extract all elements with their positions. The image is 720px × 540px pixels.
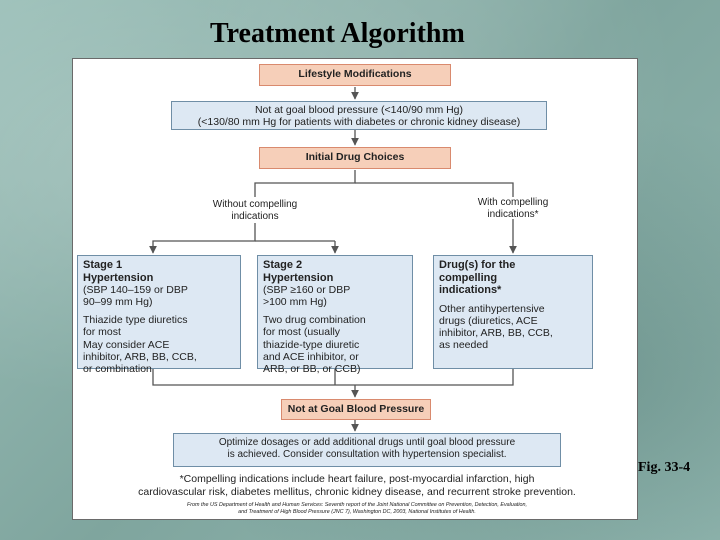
stage2-body1: Two drug combination — [263, 314, 366, 327]
flow-connectors — [149, 87, 517, 432]
stage1-body3: May consider ACE — [83, 338, 170, 351]
connector-initial-left — [254, 170, 356, 197]
box-not-at-goal: Not at goal blood pressure (<140/90 mm H… — [171, 101, 547, 130]
box-stage1: Stage 1 Hypertension (SBP 140–159 or DBP… — [77, 255, 241, 375]
label-without-compelling: Without compelling indications — [185, 199, 325, 222]
box-stage2: Stage 2 Hypertension (SBP ≥160 or DBP >1… — [257, 255, 413, 375]
without-line2: indications — [231, 210, 279, 222]
drugs-title2: compelling — [439, 271, 498, 284]
source-line1: From the US Department of Health and Hum… — [186, 502, 528, 508]
figure-label: Fig. 33-4 — [638, 460, 691, 475]
optimize-line2: is achieved. Consider consultation with … — [227, 448, 507, 460]
without-line1: Without compelling — [212, 199, 298, 210]
connector-initial-right — [355, 182, 514, 197]
not-at-goal-line2: (<130/80 mm Hg for patients with diabete… — [197, 116, 521, 129]
box-optimize: Optimize dosages or add additional drugs… — [173, 433, 561, 467]
with-line2: indications* — [487, 208, 539, 220]
stage2-body3: thiazide-type diuretic — [263, 338, 360, 351]
drugs-body2: drugs (diuretics, ACE — [439, 314, 538, 327]
footnote: *Compelling indications include heart fa… — [83, 473, 631, 498]
arrow-to-stage1 — [149, 223, 256, 254]
stage1-title1: Stage 1 — [83, 259, 123, 271]
lifestyle-label: Lifestyle Modifications — [298, 68, 412, 80]
box-lifestyle: Lifestyle Modifications — [259, 64, 451, 86]
drugs-body1: Other antihypertensive — [439, 302, 545, 315]
stage2-crit1: (SBP ≥160 or DBP — [263, 284, 351, 297]
drugs-body3: inhibitor, ARB, BB, CCB, — [439, 327, 553, 340]
stage2-title2: Hypertension — [263, 271, 334, 284]
stage1-body5: or combination — [83, 362, 152, 375]
stage1-crit1: (SBP 140–159 or DBP — [83, 284, 188, 297]
optimize-line1: Optimize dosages or add additional drugs… — [218, 437, 516, 448]
stage2-body4: and ACE inhibitor, or — [263, 350, 359, 363]
stage2-title1: Stage 2 — [263, 259, 303, 271]
footnote-line1: *Compelling indications include heart fa… — [179, 473, 535, 485]
box-initial-drug: Initial Drug Choices — [259, 147, 451, 169]
algorithm-figure: Lifestyle Modifications Not at goal bloo… — [72, 58, 638, 520]
stage1-crit2: 90–99 mm Hg) — [83, 296, 153, 309]
stage2-body5: ARB, or BB, or CCB) — [263, 362, 361, 375]
stage1-body2: for most — [83, 326, 121, 339]
box-not-goal-bp: Not at Goal Blood Pressure — [281, 399, 431, 420]
not-at-goal-line1: Not at goal blood pressure (<140/90 mm H… — [254, 104, 464, 116]
drugs-body4: as needed — [439, 339, 489, 352]
label-with-compelling: With compelling indications* — [453, 197, 573, 220]
initial-drug-label: Initial Drug Choices — [305, 151, 405, 163]
source-citation: From the US Department of Health and Hum… — [87, 502, 627, 516]
drugs-title1: Drug(s) for the — [439, 259, 516, 271]
stage1-title2: Hypertension — [83, 271, 154, 284]
footnote-line2: cardiovascular risk, diabetes mellitus, … — [138, 485, 576, 498]
box-compelling-drugs: Drug(s) for the compelling indications* … — [433, 255, 593, 369]
stage2-body2: for most (usually — [263, 326, 341, 339]
stage1-body4: inhibitor, ARB, BB, CCB, — [83, 350, 197, 363]
with-line1: With compelling — [477, 197, 549, 208]
stage2-crit2: >100 mm Hg) — [263, 296, 327, 309]
stage1-body1: Thiazide type diuretics — [83, 314, 188, 327]
connector-bottom-merge — [152, 369, 514, 386]
drugs-title3: indications* — [439, 284, 502, 297]
not-goal-bp-label: Not at Goal Blood Pressure — [287, 403, 425, 415]
slide-title: Treatment Algorithm — [210, 18, 465, 49]
source-line2: and Treatment of High Blood Pressure (JN… — [238, 508, 476, 515]
